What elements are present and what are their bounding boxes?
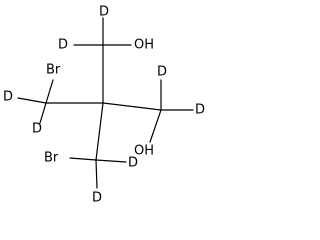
bond-c-right-to-oh xyxy=(149,109,162,143)
atom-d-left-bottom: D xyxy=(32,122,42,137)
bond-c-left-to-d-left xyxy=(17,97,47,104)
bond-c-bottom-to-br xyxy=(69,157,97,161)
bond-c-left-to-d-bottom xyxy=(39,102,47,124)
atom-d-left: D xyxy=(3,90,13,105)
bond-c-left-to-br xyxy=(45,79,54,104)
atom-oh-right: OH xyxy=(134,144,154,159)
atom-br-bottom: Br xyxy=(44,151,59,166)
atom-br-top: Br xyxy=(46,63,61,78)
atom-labels: D D OH Br D D D D OH Br D D xyxy=(3,5,205,206)
bond-center-to-c-bottom xyxy=(95,102,104,161)
atom-d-bottom-right: D xyxy=(128,156,138,171)
atom-oh-top: OH xyxy=(134,38,154,53)
atom-d-bottom: D xyxy=(92,191,102,206)
atom-d-right: D xyxy=(195,103,205,118)
bond-center-to-c-right xyxy=(102,102,162,111)
bond-lines xyxy=(17,17,194,189)
atom-d-top-left: D xyxy=(58,38,68,53)
bond-c-bottom-to-d-bottom xyxy=(95,159,98,189)
atom-d-right-top: D xyxy=(157,65,167,80)
molecule-structure: D D OH Br D D D D OH Br D D xyxy=(3,5,205,206)
atom-d-top: D xyxy=(99,5,109,20)
bond-c-bottom-to-d-right xyxy=(95,159,127,163)
